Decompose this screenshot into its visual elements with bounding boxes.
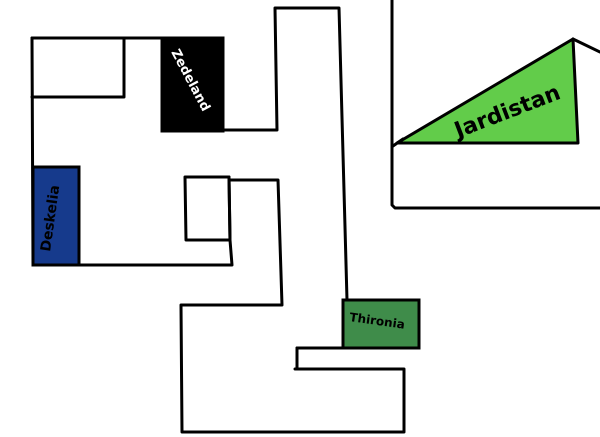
region-zedeland[interactable] — [160, 36, 225, 133]
border-lines — [30, 0, 600, 434]
region-thironia[interactable] — [341, 298, 421, 350]
region-jardistan[interactable] — [395, 37, 580, 145]
